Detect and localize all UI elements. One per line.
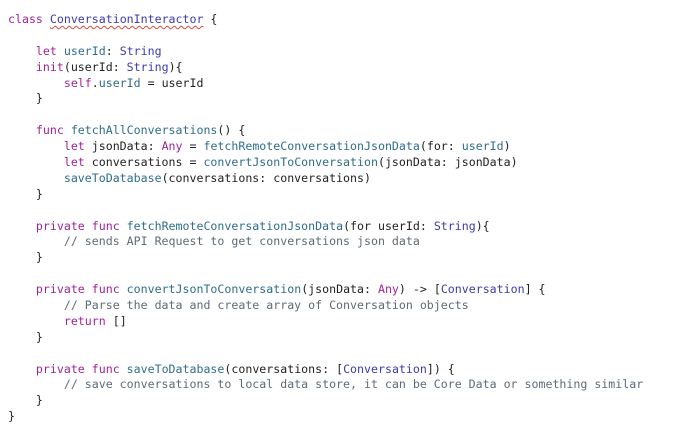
code-token: (conversations: [ [224,361,344,376]
code-line[interactable]: init(userId: String){ [8,60,694,76]
code-line[interactable]: // sends API Request to get conversation… [8,234,694,250]
code-token: jsonData: [84,139,162,154]
code-token: ){ [475,218,490,233]
code-token [57,44,64,58]
code-token [85,282,92,296]
code-token: conversations = [84,155,204,170]
code-line[interactable]: func fetchAllConversations() { [8,123,694,139]
code-token: (for userId: [343,218,434,233]
keyword-token: private [8,361,85,376]
code-token [85,362,92,376]
code-token [64,123,71,137]
code-line[interactable]: return [] [8,314,694,330]
code-token: } [8,329,43,344]
code-token: ] { [524,282,546,297]
code-token: (jsonData: [301,282,378,297]
code-line[interactable]: // Parse the data and create array of Co… [8,298,694,314]
keyword-token: return [8,313,106,328]
keyword-token: self [8,75,92,90]
code-line[interactable]: } [8,393,694,409]
code-token: ) -> [ [398,282,441,297]
code-token: [] [105,313,127,328]
code-token [85,219,92,233]
code-token: ]) { [426,361,455,376]
identifier-token: userId [461,139,504,154]
keyword-token: let [8,155,85,170]
code-token [120,282,127,296]
code-line[interactable]: } [8,250,694,266]
code-token: = [182,139,204,154]
type-token: String [119,43,162,58]
code-line[interactable] [8,346,694,362]
keyword-token: let [8,43,57,58]
keyword-token: Any [377,282,399,297]
keyword-token: class [8,12,43,26]
code-token [120,219,127,233]
code-token: } [8,250,43,265]
code-line[interactable]: let conversations = convertJsonToConvers… [8,155,694,171]
keyword-token: func [91,282,120,297]
code-line[interactable]: class ConversationInteractor { [8,12,694,28]
code-line[interactable]: let jsonData: Any = fetchRemoteConversat… [8,139,694,155]
code-token [120,362,127,376]
code-token: } [8,409,15,424]
code-token: } [8,186,43,201]
code-line[interactable]: } [8,330,694,346]
code-token: } [8,393,43,408]
code-line[interactable]: private func fetchRemoteConversationJson… [8,219,694,235]
keyword-token: Any [161,139,183,154]
identifier-token: userId [98,75,141,90]
code-line[interactable]: } [8,187,694,203]
keyword-token: private [8,218,85,233]
code-line[interactable]: } [8,409,694,425]
identifier-token: convertJsonToConversation [203,155,378,170]
code-line[interactable] [8,266,694,282]
code-line[interactable]: private func convertJsonToConversation(j… [8,282,694,298]
spelling-flagged-token: ConversationInteractor [49,12,204,26]
code-line[interactable] [8,203,694,219]
keyword-token: init [8,59,64,74]
code-line[interactable]: // save conversations to local data stor… [8,377,694,393]
comment-token: // Parse the data and create array of Co… [8,298,469,313]
code-line[interactable]: } [8,91,694,107]
keyword-token: func [91,361,120,376]
keyword-token: let [8,139,85,154]
code-token: (for: [419,139,462,154]
code-token: () { [217,123,246,138]
identifier-token: convertJsonToConversation [126,282,302,297]
code-line[interactable] [8,28,694,44]
code-line[interactable]: saveToDatabase(conversations: conversati… [8,171,694,187]
keyword-token: func [8,123,64,138]
keyword-token: private [8,282,85,297]
type-token: Conversation [440,282,525,297]
code-token: { [203,12,218,26]
type-token: Conversation [343,361,427,376]
identifier-token: fetchRemoteConversationJsonData [203,139,420,154]
identifier-token: saveToDatabase [126,361,225,376]
comment-token: // sends API Request to get conversation… [8,234,420,249]
code-token: (userId: [63,59,127,74]
code-editor[interactable]: class ConversationInteractor { let userI… [8,12,694,432]
identifier-token: fetchRemoteConversationJsonData [126,218,344,233]
code-token: . [91,75,99,90]
code-token: ) [503,139,511,154]
code-line[interactable]: private func saveToDatabase(conversation… [8,362,694,378]
code-token: ){ [168,59,183,74]
keyword-token: func [91,218,120,233]
code-line[interactable]: self.userId = userId [8,76,694,92]
code-token [43,12,50,26]
identifier-token: userId [63,43,106,58]
code-token: (conversations: conversations) [161,170,371,185]
comment-token: // save conversations to local data stor… [8,377,644,392]
type-token: String [126,59,169,74]
identifier-token: saveToDatabase [8,170,162,185]
code-token: (jsonData: jsonData) [377,155,518,170]
code-token: } [8,91,43,106]
code-line[interactable] [8,107,694,123]
type-token: String [433,218,476,233]
code-line[interactable]: let userId: String [8,44,694,60]
code-token: = userId [140,75,204,90]
identifier-token: fetchAllConversations [70,123,218,138]
code-token: : [105,43,120,58]
